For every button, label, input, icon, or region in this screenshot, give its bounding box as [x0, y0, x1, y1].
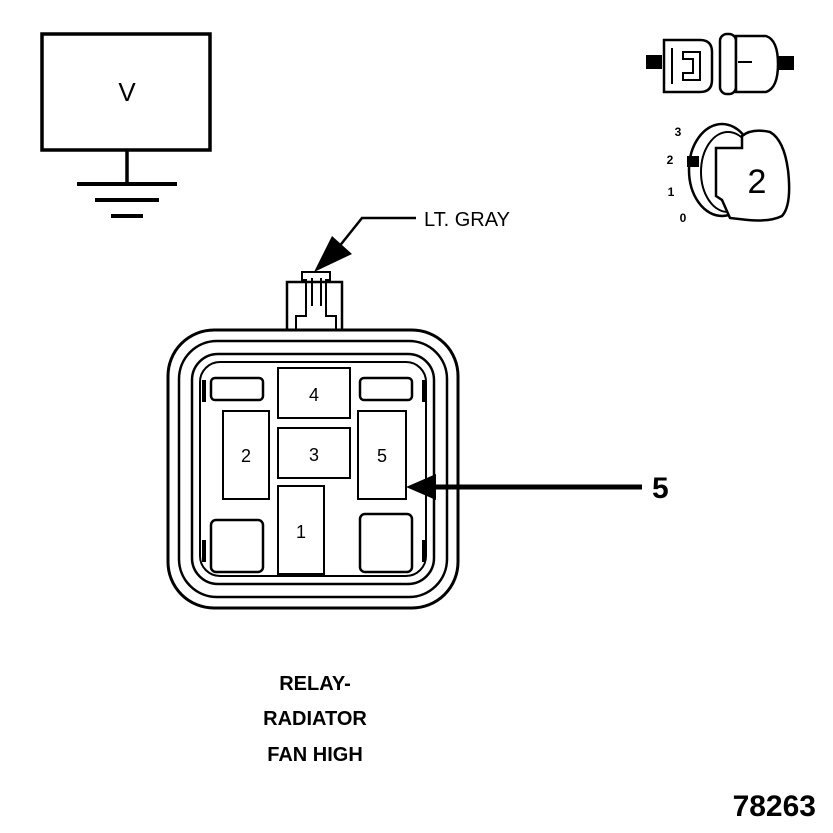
- terminal-cavity-3: [277, 427, 351, 479]
- component-name-line-3: FAN HIGH: [267, 744, 363, 766]
- connector-disconnect-icon: [646, 32, 794, 96]
- terminal-cavity-2: [222, 410, 270, 500]
- component-name-line-2: RADIATOR: [263, 708, 367, 730]
- blank-cavity-top-left: [209, 376, 265, 402]
- male-terminal-slot: [682, 51, 701, 81]
- connector-body-inner: [190, 352, 436, 586]
- key-position-0: 0: [680, 211, 687, 225]
- terminal-callout-arrowhead: [406, 474, 436, 500]
- terminal-callout: 5: [406, 472, 669, 505]
- component-name: RELAY- RADIATOR FAN HIGH: [263, 673, 367, 766]
- blank-cavity-bottom-left: [209, 518, 265, 574]
- key-position-3: 3: [675, 125, 682, 139]
- terminal-callout-label: 5: [652, 472, 669, 505]
- voltmeter-ground-symbol: V: [40, 32, 212, 218]
- figure-number: 78263: [733, 790, 816, 823]
- terminal-label-4: 4: [309, 385, 319, 405]
- terminal-label-1: 1: [296, 522, 306, 542]
- key-position-1: 1: [668, 185, 675, 199]
- terminal-cavity-5: [357, 410, 407, 500]
- key-number-label: 2: [748, 163, 767, 201]
- terminal-cavity-4: [277, 367, 351, 419]
- ignition-switch-icon: 3 2 1 0 2: [667, 122, 791, 225]
- connector-lock-tab: [285, 280, 344, 330]
- wire-color-callout: LT. GRAY: [314, 209, 510, 272]
- terminal-label-5: 5: [377, 446, 387, 466]
- connector-cavity-wall: [199, 361, 427, 577]
- connector-body-middle: [177, 339, 449, 599]
- connector-wire-right: [778, 56, 794, 70]
- component-name-line-1: RELAY-: [279, 673, 351, 695]
- relay-connector-face: 4 2 3 5 1: [166, 271, 460, 610]
- terminal-cavity-1: [277, 485, 325, 575]
- terminal-label-2: 2: [241, 446, 251, 466]
- blank-cavity-top-right: [358, 376, 414, 402]
- terminal-label-3: 3: [309, 445, 319, 465]
- female-connector-ring: [718, 32, 738, 96]
- key-position-marker: [687, 156, 699, 167]
- wire-entry-latch: [295, 271, 337, 330]
- ignition-key: [714, 129, 791, 222]
- connector-wire-left: [646, 55, 662, 69]
- wire-color-leader: [337, 216, 416, 249]
- blank-cavity-bottom-right: [358, 512, 414, 574]
- wire-color-arrowhead: [314, 236, 352, 272]
- key-position-2: 2: [667, 153, 674, 167]
- voltmeter-label: V: [118, 77, 136, 107]
- wire-color-label: LT. GRAY: [424, 209, 510, 231]
- female-connector-half: [734, 34, 780, 94]
